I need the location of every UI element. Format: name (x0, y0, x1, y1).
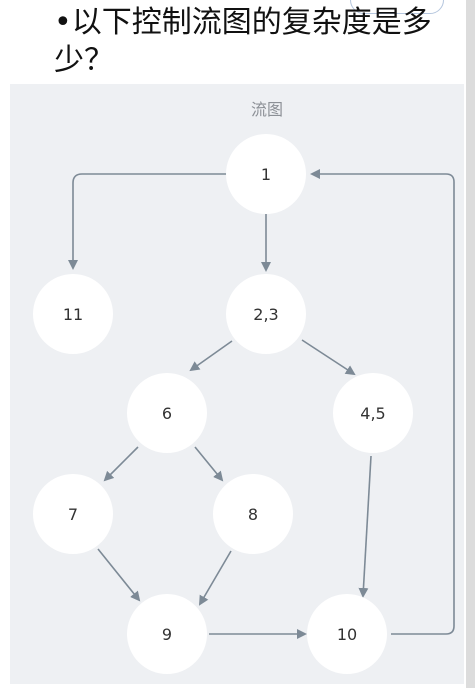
edge-7-to-9 (97, 548, 141, 602)
node-label: 7 (68, 505, 78, 524)
edge-23-to-45 (301, 339, 356, 376)
node-label: 11 (63, 305, 83, 324)
node-label: 1 (261, 165, 271, 184)
node-2-3: 2,3 (226, 274, 306, 354)
edge-45-to-10 (358, 455, 372, 598)
node-label: 9 (162, 625, 172, 644)
edge-23-to-6 (189, 340, 233, 372)
node-10: 10 (307, 594, 387, 674)
node-7: 7 (33, 474, 113, 554)
node-9: 9 (127, 594, 207, 674)
node-label: 6 (162, 404, 172, 423)
edge-8-to-9 (198, 550, 232, 606)
edge-6-to-8 (194, 446, 224, 482)
node-label: 8 (248, 505, 258, 524)
node-8: 8 (213, 474, 293, 554)
panel-title: 流图 (250, 100, 283, 119)
node-1: 1 (226, 134, 306, 214)
node-label: 4,5 (360, 404, 385, 423)
edge-10-to-1 (310, 169, 455, 635)
node-label: 2,3 (253, 305, 278, 324)
edge-1-to-11 (68, 173, 227, 270)
node-11: 11 (33, 274, 113, 354)
node-label: 10 (337, 625, 357, 644)
edge-6-to-7 (103, 446, 139, 482)
slide-edge (466, 0, 475, 688)
node-6: 6 (127, 373, 207, 453)
question-title: •以下控制流图的复杂度是多少？ (54, 5, 432, 78)
node-4-5: 4,5 (333, 373, 413, 453)
